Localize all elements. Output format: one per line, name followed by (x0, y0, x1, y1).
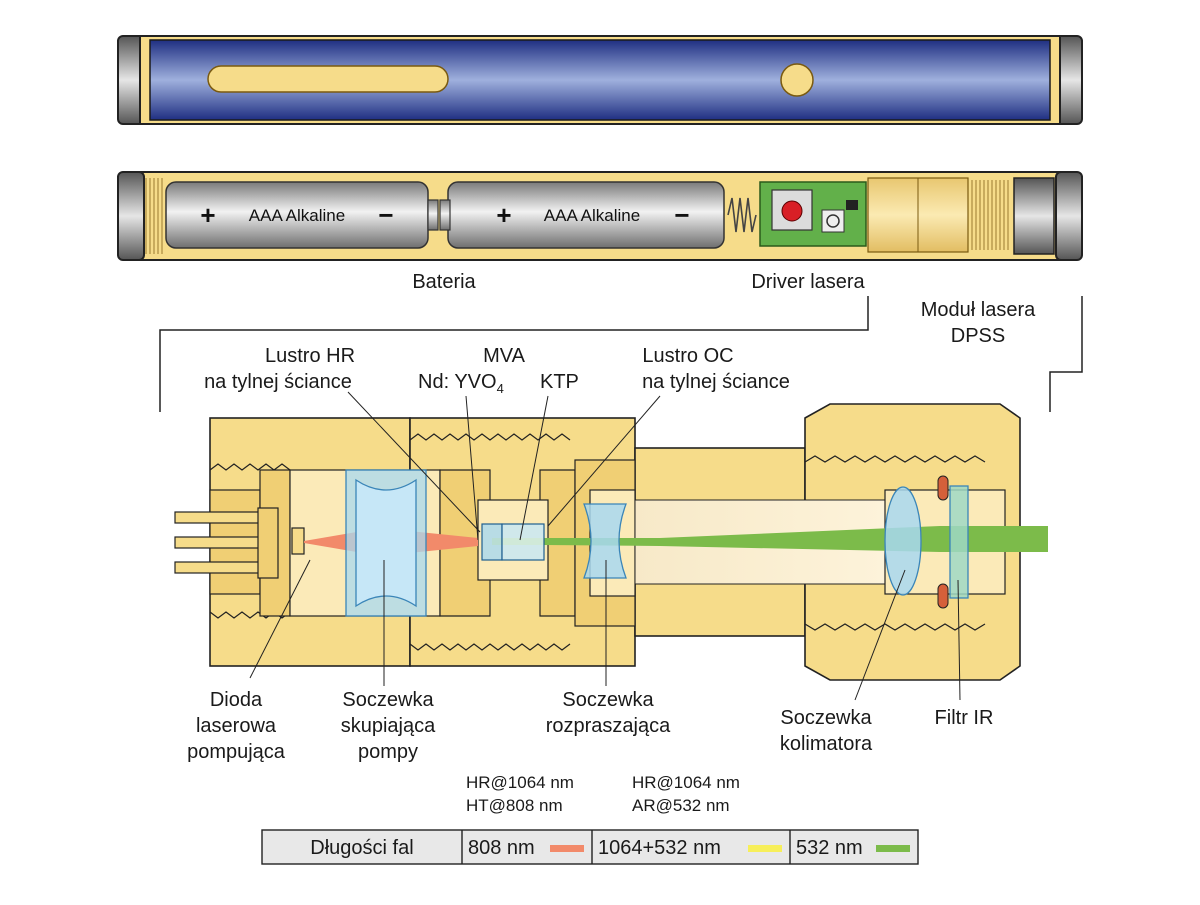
label-lustro-oc-1: Lustro OC (642, 345, 733, 367)
pointer-cutaway: + AAA Alkaline − + AAA Alkaline − (117, 171, 1083, 261)
oc-spec-2: AR@532 nm (632, 796, 730, 815)
legend-1064-532-swatch (748, 845, 782, 852)
label-ktp: KTP (540, 371, 579, 393)
battery-2-plus: + (496, 200, 511, 230)
battery-cell-1: + AAA Alkaline − (165, 181, 439, 249)
leader-lines (249, 391, 961, 701)
label-dioda-3: pompująca (187, 741, 286, 763)
label-lustro-oc-2: na tylnej ściance (642, 371, 790, 393)
legend-532-swatch (876, 845, 910, 852)
legend-532-label: 532 nm (796, 837, 863, 859)
hr-spec-1: HR@1064 nm (466, 773, 574, 792)
driver-label: Driver lasera (751, 271, 865, 293)
zoom-bracket (159, 296, 1083, 412)
label-rozp-2: rozpraszająca (546, 715, 671, 737)
battery-cell-2: + AAA Alkaline − (439, 181, 725, 249)
legend-title: Długości fal (310, 837, 413, 859)
battery-spring (727, 197, 757, 233)
o-ring-top (937, 475, 949, 501)
legend-808-swatch (550, 845, 584, 852)
battery-1-plus: + (200, 200, 215, 230)
label-mva: MVA (483, 345, 526, 367)
label-skup-3: pompy (358, 741, 418, 763)
ir-filter (949, 485, 969, 599)
label-ndyvo4: Nd: YVO4 (418, 371, 504, 396)
wavelength-legend: Długości fal 808 nm 1064+532 nm 532 nm (261, 829, 919, 865)
label-rozp-1: Soczewka (562, 689, 654, 711)
collimating-lens (884, 486, 922, 596)
label-skup-1: Soczewka (342, 689, 434, 711)
beam-532 (544, 526, 1048, 552)
battery-1-minus: − (378, 200, 393, 230)
label-koli-2: kolimatora (780, 733, 873, 755)
label-lustro-hr-2: na tylnej ściance (204, 371, 352, 393)
pointer-exterior (117, 35, 1083, 125)
battery-1-label: AAA Alkaline (249, 206, 345, 225)
battery-2-minus: − (674, 200, 689, 230)
module-label-line2: DPSS (951, 325, 1005, 347)
pump-diode (291, 527, 305, 555)
battery-2-label: AAA Alkaline (544, 206, 640, 225)
diverging-lens (583, 503, 627, 579)
oc-spec-1: HR@1064 nm (632, 773, 740, 792)
label-koli-1: Soczewka (780, 707, 872, 729)
label-dioda-2: laserowa (196, 715, 277, 737)
power-button (780, 63, 814, 97)
module-label-line1: Moduł lasera (921, 299, 1036, 321)
label-skup-2: skupiająca (341, 715, 436, 737)
hr-spec-2: HT@808 nm (466, 796, 563, 815)
label-dioda-1: Dioda (210, 689, 263, 711)
battery-section-label: Bateria (412, 271, 476, 293)
label-filtr: Filtr IR (935, 707, 994, 729)
label-lustro-hr-1: Lustro HR (265, 345, 355, 367)
legend-1064-532-label: 1064+532 nm (598, 837, 721, 859)
ktp-crystal (501, 523, 545, 561)
legend-808-label: 808 nm (468, 837, 535, 859)
diode-pins (174, 507, 279, 579)
o-ring-bottom (937, 583, 949, 609)
pump-focusing-lens (345, 469, 427, 617)
ndyvo4-crystal (481, 523, 503, 561)
pocket-clip-slot (207, 65, 449, 93)
driver-pcb (759, 181, 867, 247)
